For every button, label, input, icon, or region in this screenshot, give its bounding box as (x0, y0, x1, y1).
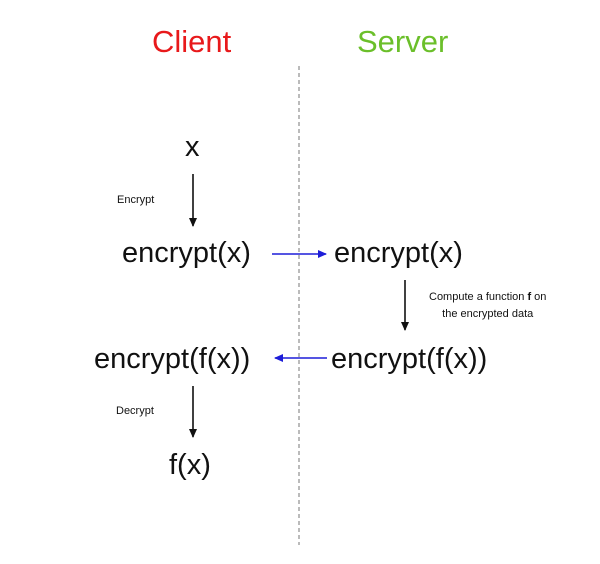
compute-note-line2: the encrypted data (442, 308, 534, 320)
plaintext-x: x (185, 131, 200, 163)
client-encrypted-x: encrypt(x) (122, 237, 251, 269)
compute-note-pre: Compute a function (429, 291, 528, 303)
server-encrypted-fx: encrypt(f(x)) (331, 343, 488, 375)
server-header: Server (357, 24, 449, 59)
server-encrypted-x: encrypt(x) (334, 237, 463, 269)
client-header: Client (152, 24, 232, 59)
encrypt-label: Encrypt (117, 194, 155, 206)
result-fx: f(x) (169, 449, 211, 481)
decrypt-label: Decrypt (116, 405, 154, 417)
client-encrypted-fx: encrypt(f(x)) (94, 343, 251, 375)
compute-note-post: on (531, 291, 547, 303)
compute-note: Compute a function f on the encrypted da… (429, 289, 546, 323)
compute-note-function: f (527, 291, 532, 303)
